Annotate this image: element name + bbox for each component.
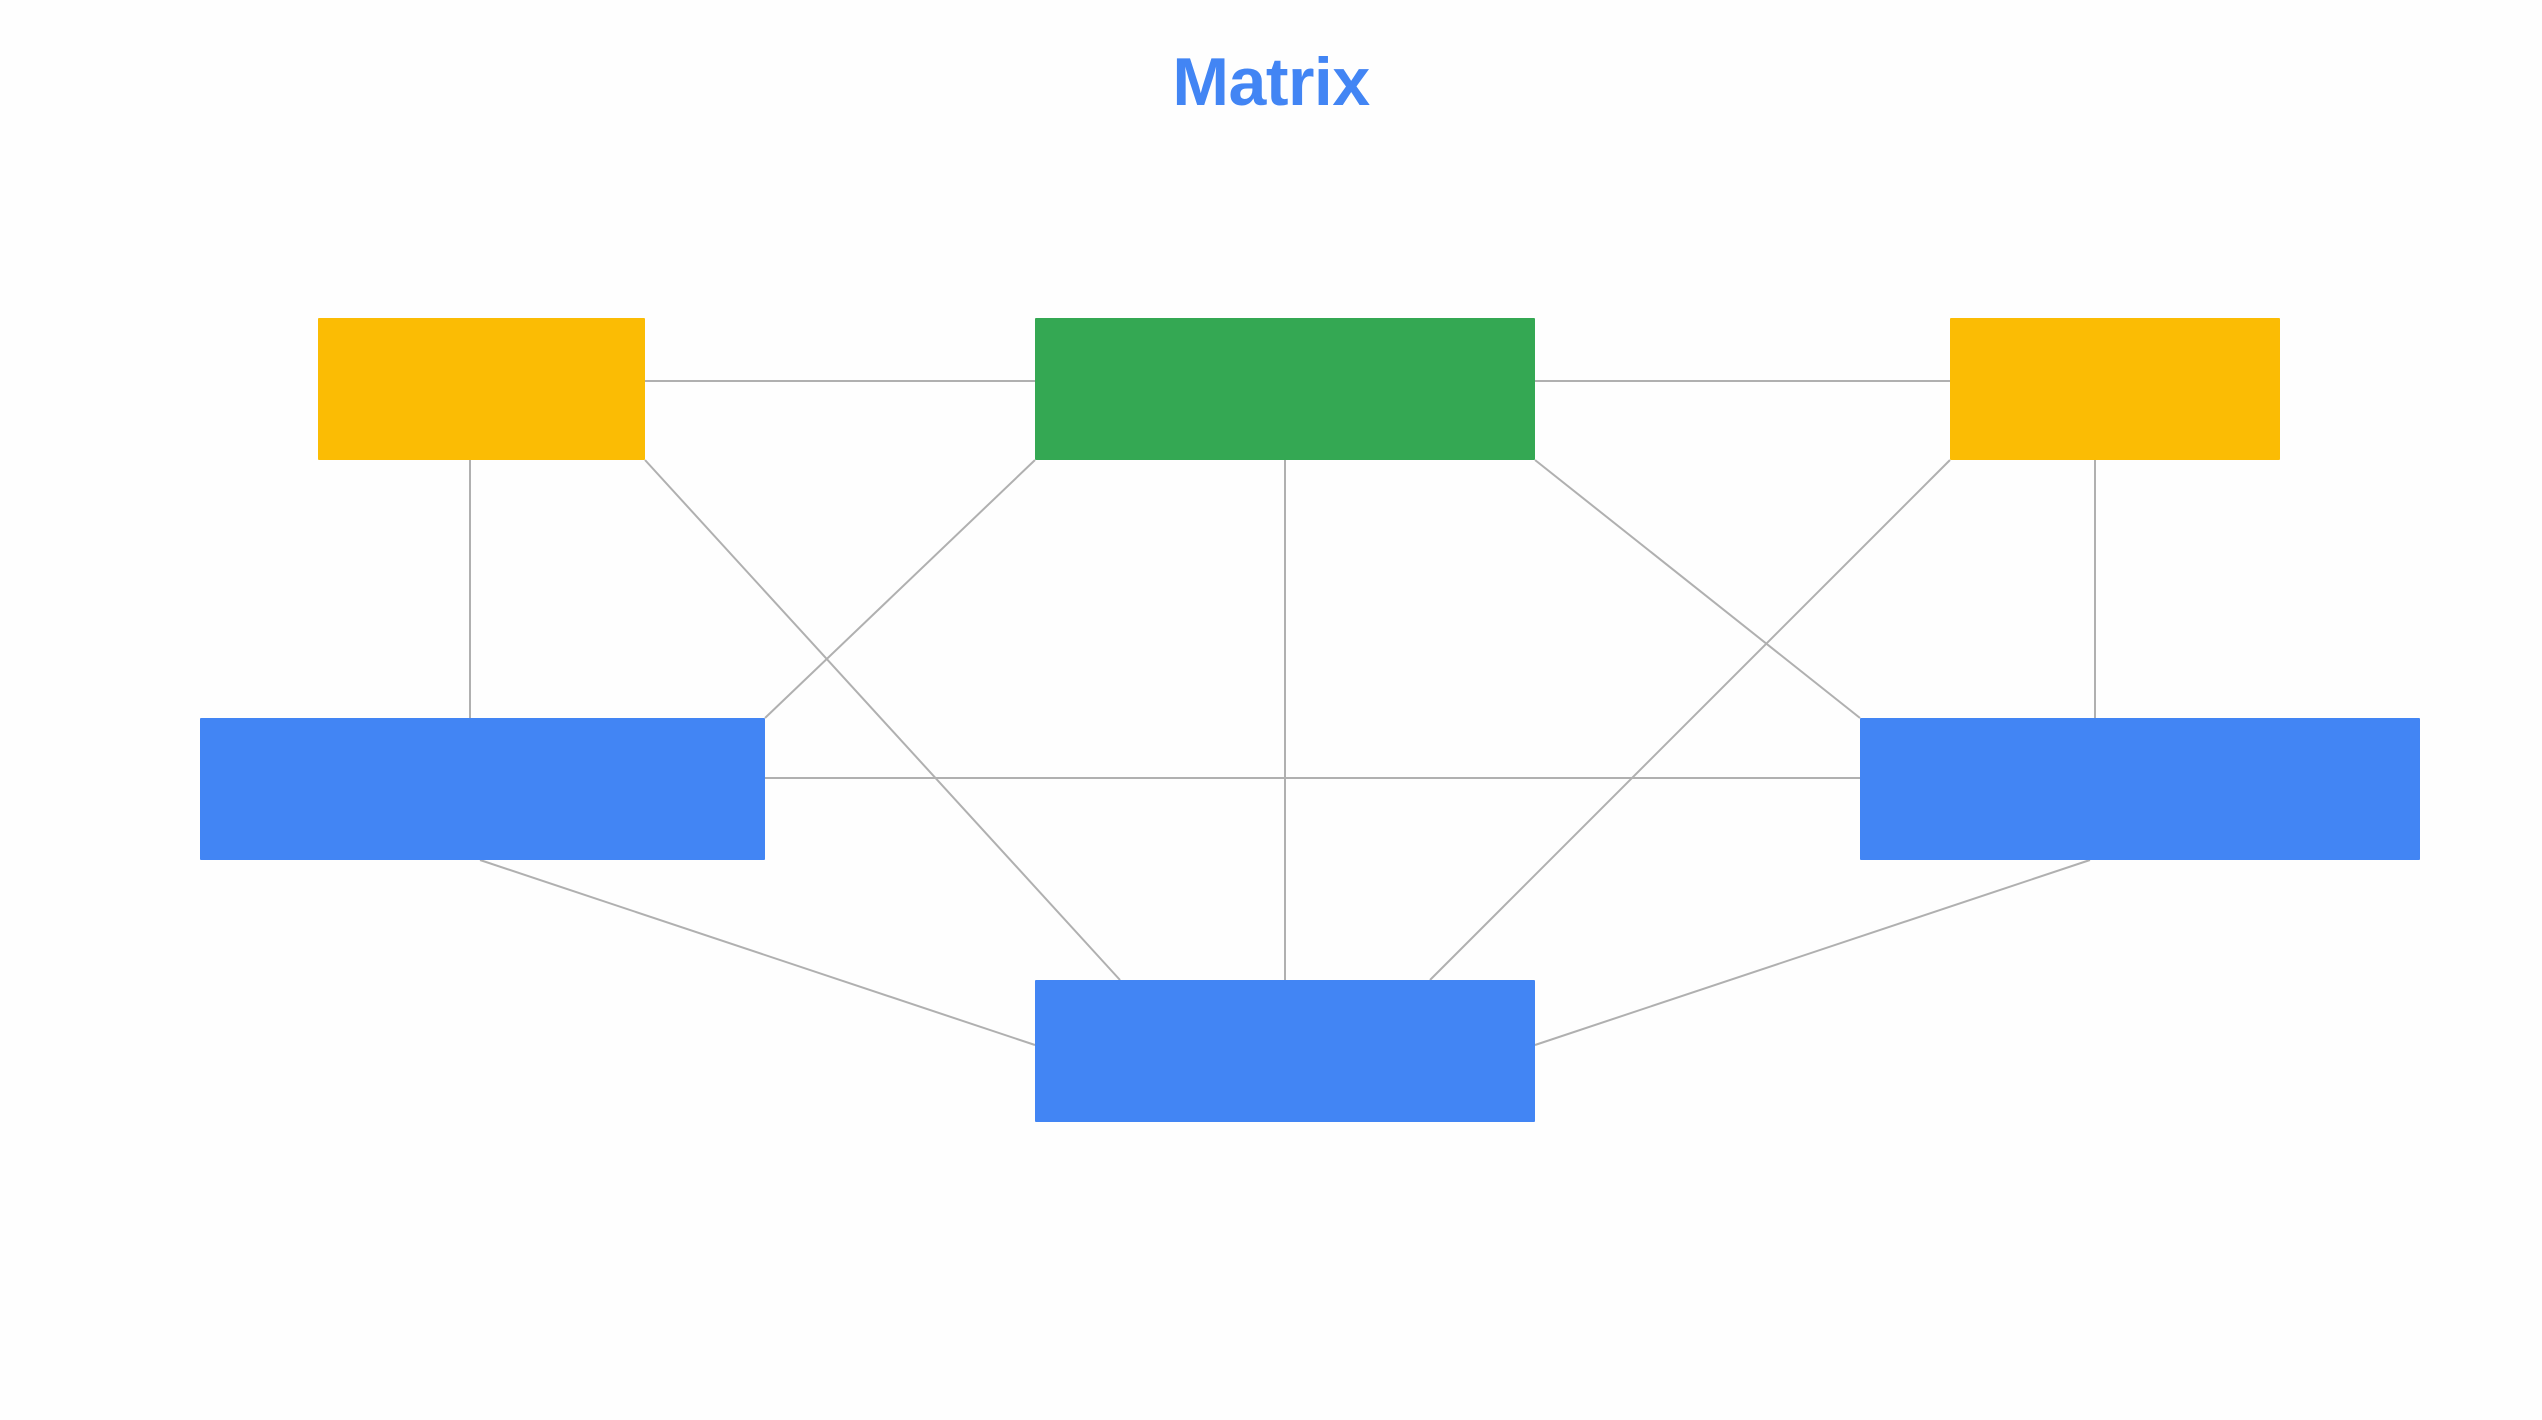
edge-n3-n6[interactable]	[1429, 459, 1951, 981]
node-label	[1035, 980, 1535, 1122]
node-label	[1950, 318, 2280, 460]
node-n5[interactable]	[1860, 718, 2420, 860]
page-title: Matrix	[1172, 44, 1370, 120]
edge-n1-n6[interactable]	[644, 459, 1121, 981]
node-n6[interactable]	[1035, 980, 1535, 1122]
node-label	[1035, 318, 1535, 460]
node-n2[interactable]	[1035, 318, 1535, 460]
edge-n5-n6[interactable]	[1534, 859, 2091, 1046]
edge-n4-n6[interactable]	[479, 859, 1036, 1046]
node-label	[318, 318, 645, 460]
node-label	[200, 718, 765, 860]
node-n4[interactable]	[200, 718, 765, 860]
node-label	[1860, 718, 2420, 860]
node-n3[interactable]	[1950, 318, 2280, 460]
edge-n2-n4[interactable]	[764, 459, 1036, 719]
edge-n2-n5[interactable]	[1534, 459, 1861, 719]
node-n1[interactable]	[318, 318, 645, 460]
edge-group	[469, 380, 2096, 1046]
